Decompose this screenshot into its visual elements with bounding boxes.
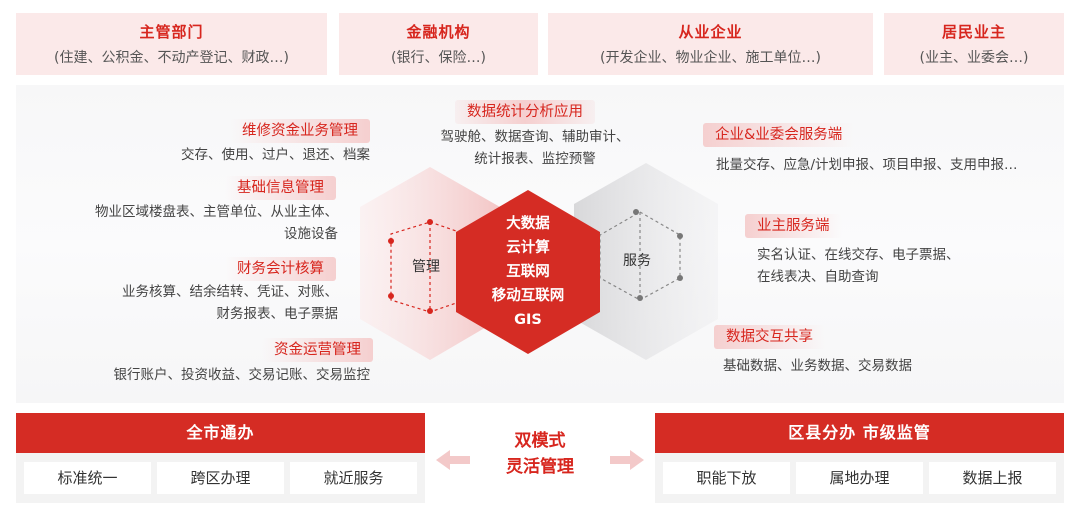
service-label: 服务: [623, 253, 651, 269]
citywide-band: 全市通办 标准统一 跨区办理 就近服务: [16, 413, 425, 503]
arrow-right-icon: [610, 450, 644, 470]
right-hexagon: [574, 163, 718, 360]
band-item: 就近服务: [290, 462, 417, 494]
stakeholder-title: 主管部门: [139, 23, 204, 41]
module-desc: 银行账户、投资收益、交易记账、交易监控: [113, 367, 371, 383]
module-enterprise-service: 企业&业委会服务端: [703, 123, 855, 147]
stakeholder-financial: 金融机构 (银行、保险…): [339, 13, 538, 75]
band-item: 属地办理: [796, 462, 923, 494]
service-cube-nodes: [633, 209, 683, 301]
core-tech: 云计算: [506, 240, 550, 256]
stakeholder-supervisor: 主管部门 (住建、公积金、不动产登记、财政…): [16, 13, 327, 75]
stakeholder-residents: 居民业主 (业主、业委会…): [884, 13, 1064, 75]
citywide-title: 全市通办: [16, 413, 425, 453]
module-desc: 基础数据、业务数据、交易数据: [723, 358, 912, 374]
stakeholder-subtitle: (业主、业委会…): [919, 50, 1029, 66]
module-desc: 驾驶舱、数据查询、辅助审计、 统计报表、监控预警: [440, 129, 630, 167]
band-item: 标准统一: [24, 462, 151, 494]
stakeholder-subtitle: (开发企业、物业企业、施工单位…): [600, 50, 821, 66]
stakeholder-subtitle: (银行、保险…): [391, 50, 486, 66]
module-owner-service: 业主服务端: [745, 214, 842, 238]
band-item: 跨区办理: [157, 462, 284, 494]
module-desc: 批量交存、应急/计划申报、项目申报、支用申报…: [716, 157, 1018, 173]
management-label: 管理: [412, 259, 440, 275]
module-desc: 交存、使用、过户、退还、档案: [181, 147, 370, 163]
module-basic-info: 基础信息管理: [225, 176, 336, 200]
module-fund-operation: 资金运营管理: [262, 338, 373, 362]
dual-mode-label: 双模式 灵活管理: [506, 431, 574, 477]
district-band: 区县分办 市级监管 职能下放 属地办理 数据上报: [655, 413, 1064, 503]
stakeholder-subtitle: (住建、公积金、不动产登记、财政…): [54, 50, 289, 66]
module-desc: 业务核算、结余结转、凭证、对账、 财务报表、电子票据: [122, 284, 338, 322]
citywide-items: 标准统一 跨区办理 就近服务: [24, 462, 417, 494]
module-desc: 实名认证、在线交存、电子票据、 在线表决、自助查询: [757, 247, 960, 285]
module-desc: 物业区域楼盘表、主管单位、从业主体、 设施设备: [95, 204, 338, 242]
stakeholder-title: 金融机构: [406, 23, 471, 41]
core-hexagon: [456, 190, 600, 354]
district-items: 职能下放 属地办理 数据上报: [663, 462, 1056, 494]
module-maintenance-fund: 维修资金业务管理: [230, 119, 370, 143]
band-item: 数据上报: [929, 462, 1056, 494]
core-technologies: 大数据 云计算 互联网 移动互联网 GIS: [460, 212, 596, 332]
arrow-left-icon: [436, 450, 470, 470]
module-data-exchange: 数据交互共享: [714, 325, 825, 349]
core-tech: GIS: [514, 312, 542, 328]
district-title: 区县分办 市级监管: [655, 413, 1064, 453]
core-tech: 互联网: [506, 264, 550, 280]
module-data-analytics: 数据统计分析应用: [455, 100, 595, 124]
stakeholder-enterprise: 从业企业 (开发企业、物业企业、施工单位…): [548, 13, 873, 75]
core-tech: 移动互联网: [491, 288, 565, 304]
band-item: 职能下放: [663, 462, 790, 494]
module-accounting: 财务会计核算: [225, 257, 336, 281]
mode-glow: [480, 416, 600, 502]
core-tech: 大数据: [506, 216, 550, 232]
stakeholder-title: 从业企业: [678, 23, 743, 41]
stakeholder-title: 居民业主: [941, 23, 1006, 41]
